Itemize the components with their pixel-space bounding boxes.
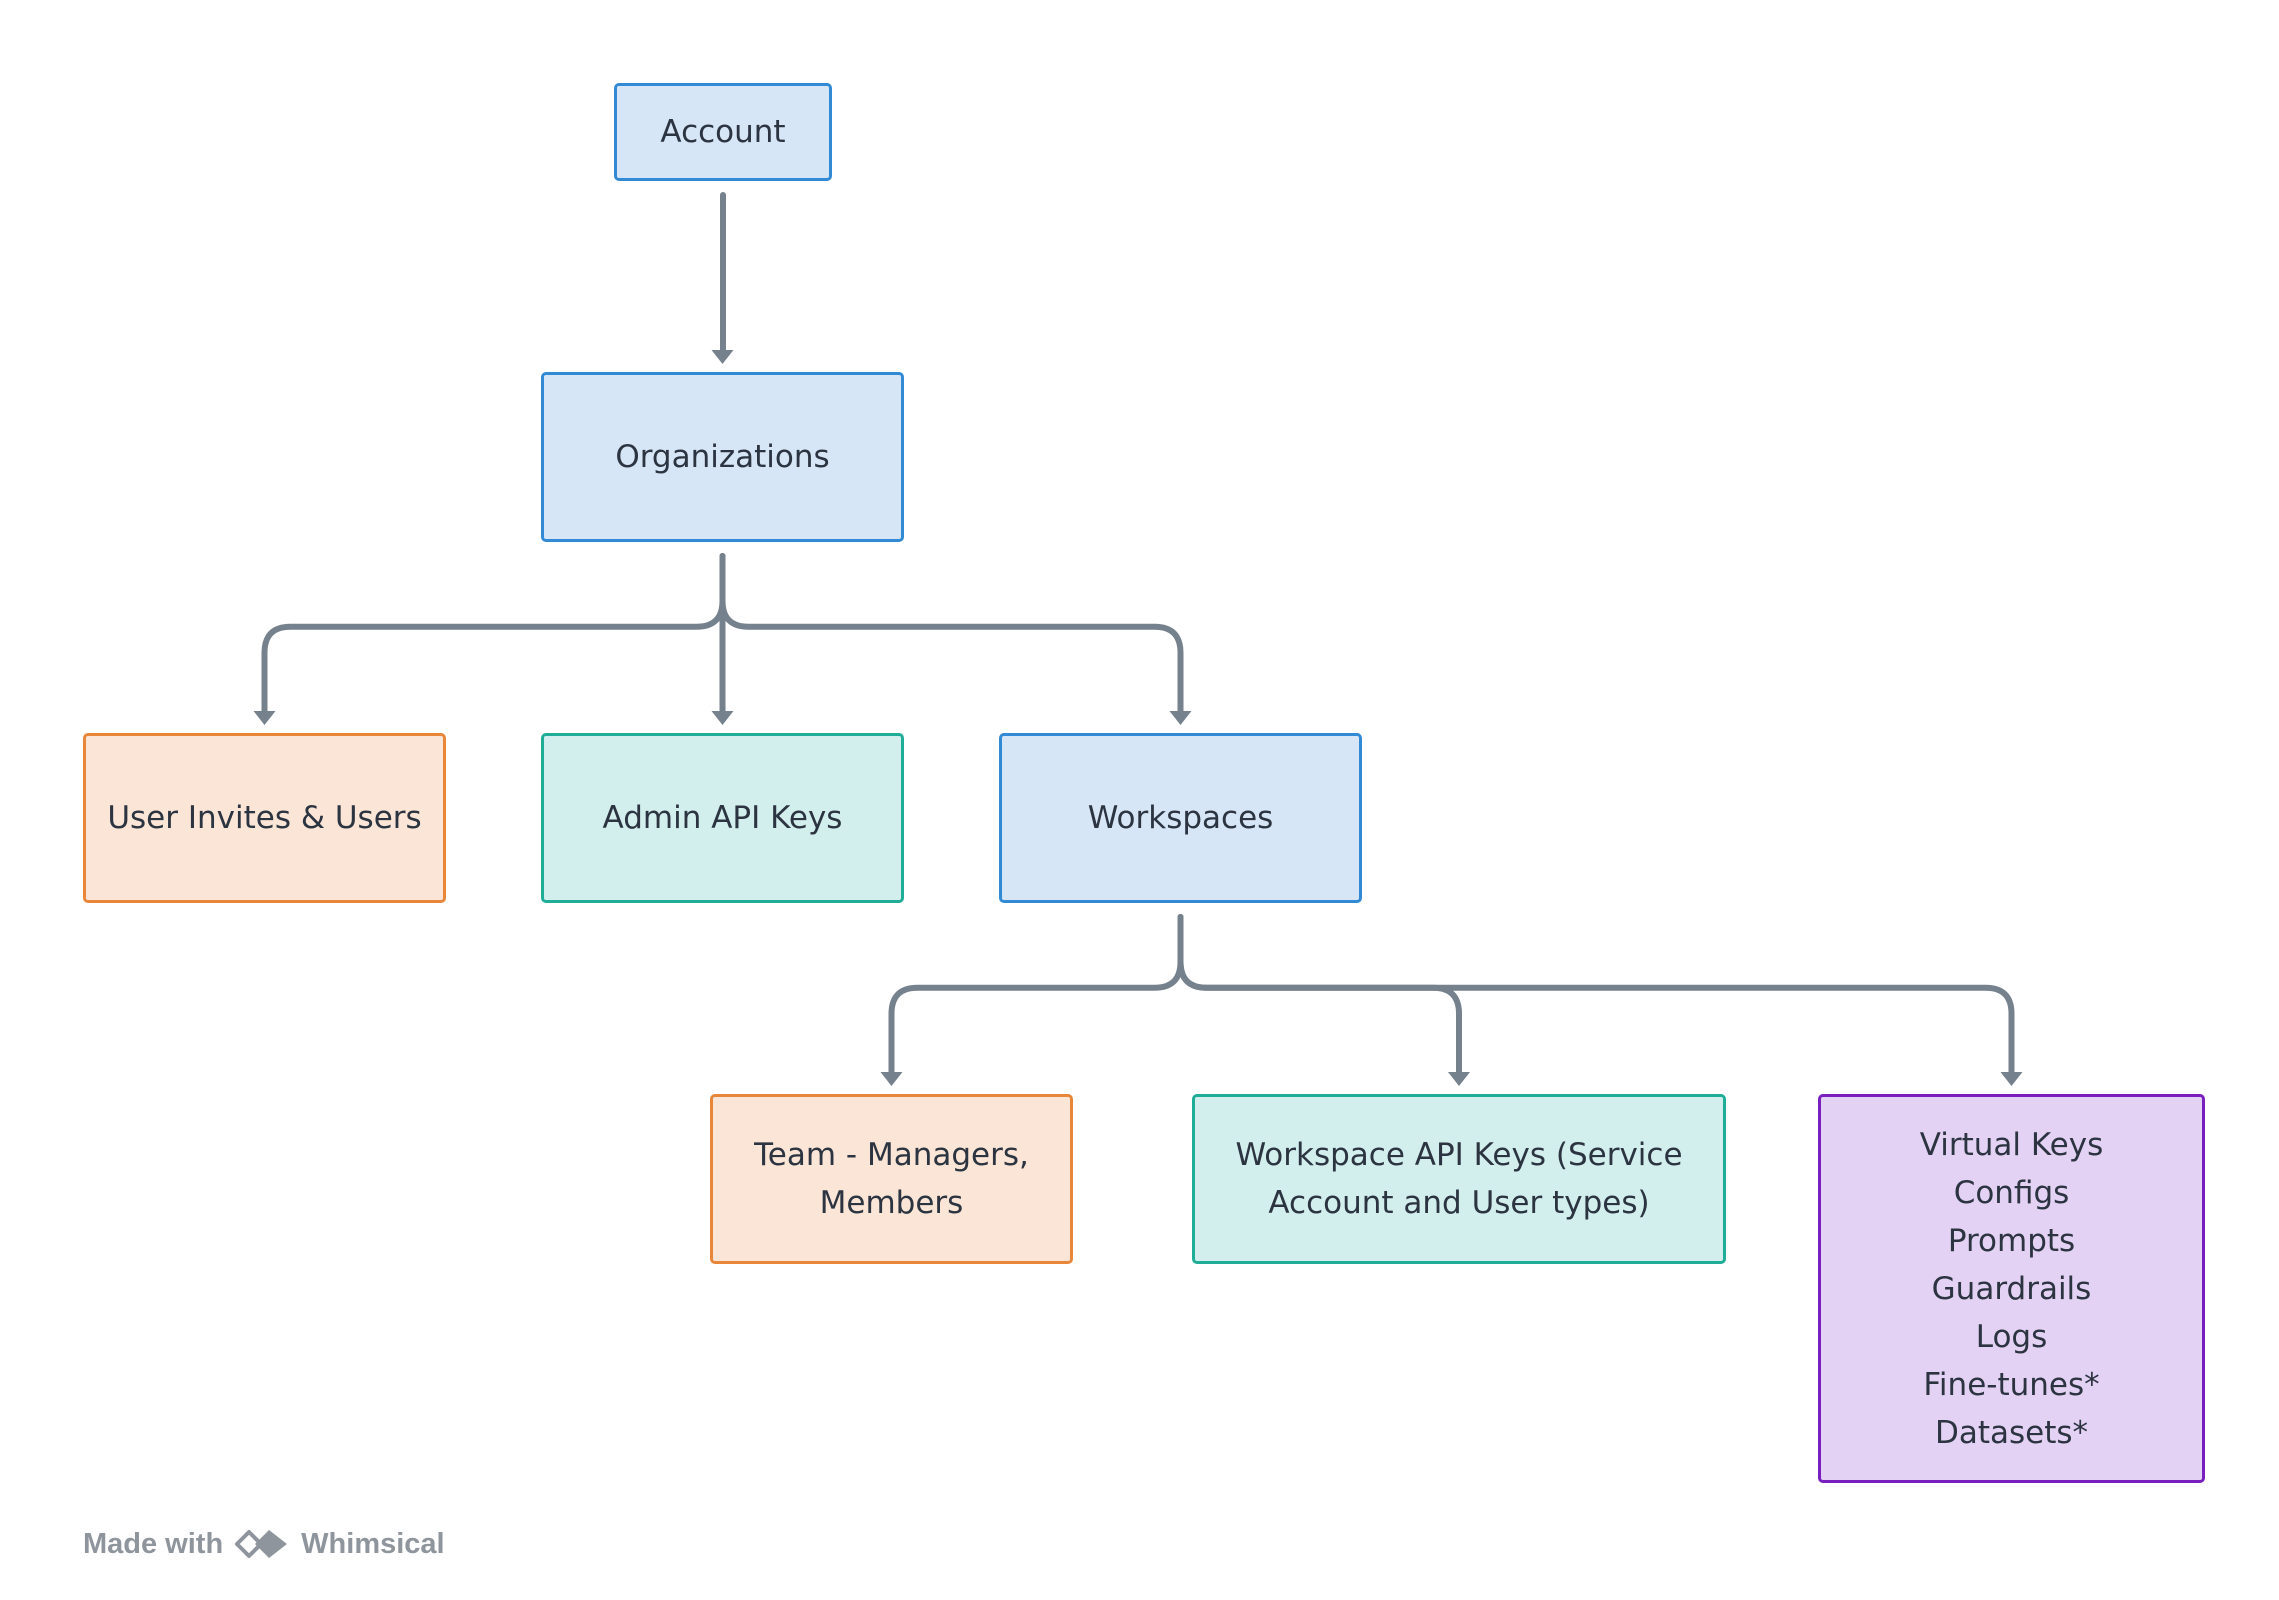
connector-workspaces-to-workspace_keys [1177,914,1462,1077]
resource-item-logs: Logs [1975,1318,2048,1355]
arrowhead-team [880,1072,903,1086]
resource-item-prompts: Prompts [1947,1222,2076,1259]
admin-api-keys-node[interactable]: Admin API Keys [541,733,904,903]
account-node[interactable]: Account [614,83,832,181]
arrowhead-organizations [711,350,734,364]
watermark-prefix: Made with [83,1527,224,1560]
team-label: Team - Managers, Members [754,1137,1029,1221]
connector-workspaces-to-team [888,914,1184,1077]
resource-item-fine-tunes: Fine-tunes* [1923,1366,2100,1403]
arrowhead-resources [2000,1072,2023,1086]
workspace-api-keys-node[interactable]: Workspace API Keys (Service Account and … [1192,1094,1726,1264]
workspaces-label: Workspaces [1087,800,1274,836]
arrowhead-workspaces [1169,711,1192,725]
user-invites-users-node[interactable]: User Invites & Users [83,733,446,903]
whimsical-logo-icon [233,1524,291,1564]
organizations-node[interactable]: Organizations [541,372,904,542]
made-with-whimsical-watermark[interactable]: Made with Whimsical [83,1524,445,1564]
connector-organizations-to-users [261,553,726,716]
arrowhead-users [253,711,276,725]
arrowhead-admin_keys [711,711,734,725]
admin-api-keys-label: Admin API Keys [602,800,843,836]
user-invites-users-label: User Invites & Users [107,800,422,836]
resource-item-configs: Configs [1953,1174,2070,1211]
organizations-label: Organizations [615,439,830,475]
account-label: Account [660,114,786,150]
watermark-brand: Whimsical [301,1527,445,1560]
workspace-api-keys-label: Workspace API Keys (Service Account and … [1235,1137,1683,1221]
workspaces-node[interactable]: Workspaces [999,733,1362,903]
workspace-resources-node[interactable]: Virtual Keys Configs Prompts Guardrails … [1818,1094,2205,1483]
arrowhead-workspace_keys [1448,1072,1470,1086]
connector-workspaces-to-resources [1177,914,2015,1077]
team-node[interactable]: Team - Managers, Members [710,1094,1073,1264]
resource-item-virtual-keys: Virtual Keys [1919,1126,2104,1163]
connector-organizations-to-workspaces [719,553,1184,716]
resource-item-datasets: Datasets* [1934,1414,2089,1451]
resource-item-guardrails: Guardrails [1931,1270,2092,1307]
